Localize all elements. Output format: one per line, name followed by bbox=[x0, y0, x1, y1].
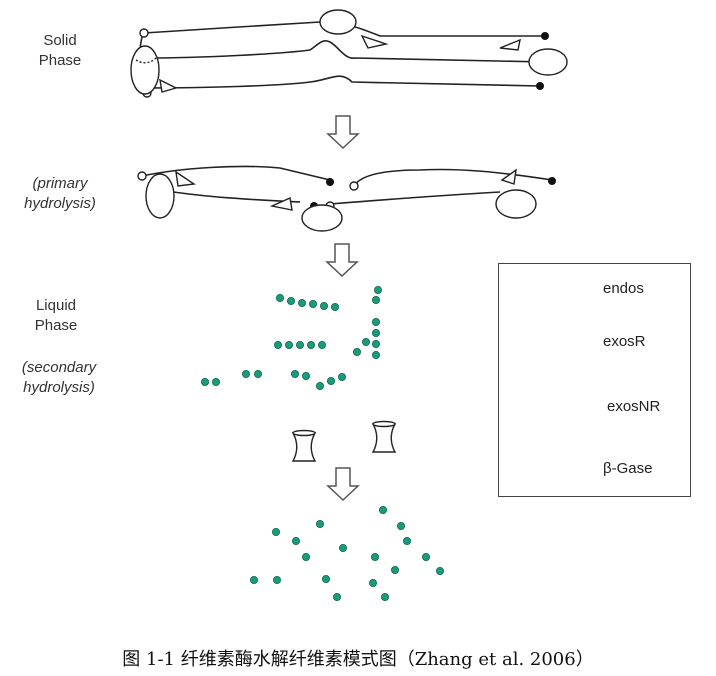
secondary-hydrolysis-label: (secondary hydrolysis) bbox=[4, 358, 114, 398]
legend-endos-label: endos bbox=[603, 280, 644, 297]
primary-hydrolysis-label: (primary hydrolysis) bbox=[10, 174, 110, 214]
primary-hydrolysis-chains bbox=[141, 165, 553, 205]
down-arrow-1 bbox=[326, 115, 360, 150]
solid-label-line2: Phase bbox=[38, 52, 82, 69]
primary-hydrolysis-chain-ends bbox=[137, 171, 556, 211]
legend-exosR-label: exosR bbox=[603, 333, 646, 350]
secondary-label-line2: hydrolysis) bbox=[23, 379, 95, 396]
legend-exosNR-label: exosNR bbox=[607, 398, 661, 415]
down-arrow-3 bbox=[326, 467, 360, 502]
liquid-phase-oligomers bbox=[200, 285, 383, 391]
liquid-label-line2: Phase bbox=[34, 317, 78, 334]
legend-beta-gase-label: β-Gase bbox=[603, 460, 653, 477]
glucose-molecules bbox=[249, 505, 445, 601]
liquid-phase-label: Liquid Phase bbox=[26, 296, 86, 336]
secondary-label-line1: (secondary bbox=[21, 359, 97, 376]
legend-box bbox=[498, 263, 691, 497]
down-arrow-2 bbox=[325, 243, 359, 278]
solid-label-line1: Solid bbox=[43, 32, 77, 49]
solid-phase-label: Solid Phase bbox=[30, 31, 90, 71]
primary-label-line1: (primary bbox=[32, 175, 88, 192]
figure-caption: 图 1-1 纤维素酶水解纤维素模式图（Zhang et al. 2006） bbox=[122, 649, 594, 670]
primary-hydrolysis-enzymes bbox=[145, 168, 537, 232]
primary-label-line2: hydrolysis) bbox=[24, 195, 96, 212]
solid-phase-enzymes bbox=[130, 9, 568, 95]
liquid-label-line1: Liquid bbox=[35, 297, 77, 314]
beta-glucosidase-enzymes bbox=[291, 420, 397, 462]
